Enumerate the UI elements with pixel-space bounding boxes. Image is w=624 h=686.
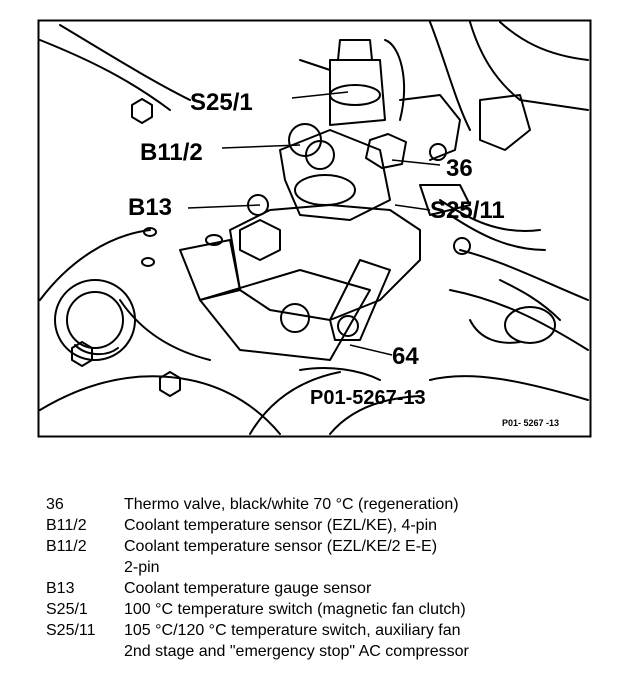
legend-code: 36 xyxy=(46,496,64,513)
legend-description: 105 °C/120 °C temperature switch, auxili… xyxy=(124,622,469,660)
diagram-frame xyxy=(37,19,592,438)
legend-code: B11/2 xyxy=(46,538,87,555)
engine-linework xyxy=(39,21,589,435)
legend-row: B11/2 Coolant temperature sensor (EZL/KE… xyxy=(46,515,616,536)
legend: 36 Thermo valve, black/white 70 °C (rege… xyxy=(46,494,616,662)
legend-row: 36 Thermo valve, black/white 70 °C (rege… xyxy=(46,494,616,515)
legend-description: Coolant temperature sensor (EZL/KE/2 E-E… xyxy=(124,538,438,576)
callout-64: 64 xyxy=(392,343,419,370)
legend-code: B11/2 xyxy=(46,517,87,534)
legend-code: S25/1 xyxy=(46,601,88,618)
legend-description: 100 °C temperature switch (magnetic fan … xyxy=(124,601,466,618)
legend-description: Thermo valve, black/white 70 °C (regener… xyxy=(124,496,459,513)
figure-id: P01-5267-13 xyxy=(310,387,426,409)
engine-diagram: S25/1 B11/2 B13 36 S25/11 64 P01-5267-13… xyxy=(37,19,592,438)
legend-description: Coolant temperature gauge sensor xyxy=(124,580,372,597)
callout-36: 36 xyxy=(446,155,473,182)
leader-lines xyxy=(187,91,441,356)
corner-figure-id: P01- 5267 -13 xyxy=(502,418,559,428)
legend-row: B11/2 Coolant temperature sensor (EZL/KE… xyxy=(46,536,616,578)
legend-row: S25/11 105 °C/120 °C temperature switch,… xyxy=(46,620,616,662)
callout-s25-1: S25/1 xyxy=(190,89,253,116)
callout-s25-11: S25/11 xyxy=(430,197,505,224)
legend-code: B13 xyxy=(46,580,75,597)
legend-row: S25/1 100 °C temperature switch (magneti… xyxy=(46,599,616,620)
callout-b11-2: B11/2 xyxy=(140,139,203,166)
legend-row: B13 Coolant temperature gauge sensor xyxy=(46,578,616,599)
legend-code: S25/11 xyxy=(46,622,96,639)
legend-description: Coolant temperature sensor (EZL/KE), 4-p… xyxy=(124,517,438,534)
callout-b13: B13 xyxy=(128,194,172,221)
